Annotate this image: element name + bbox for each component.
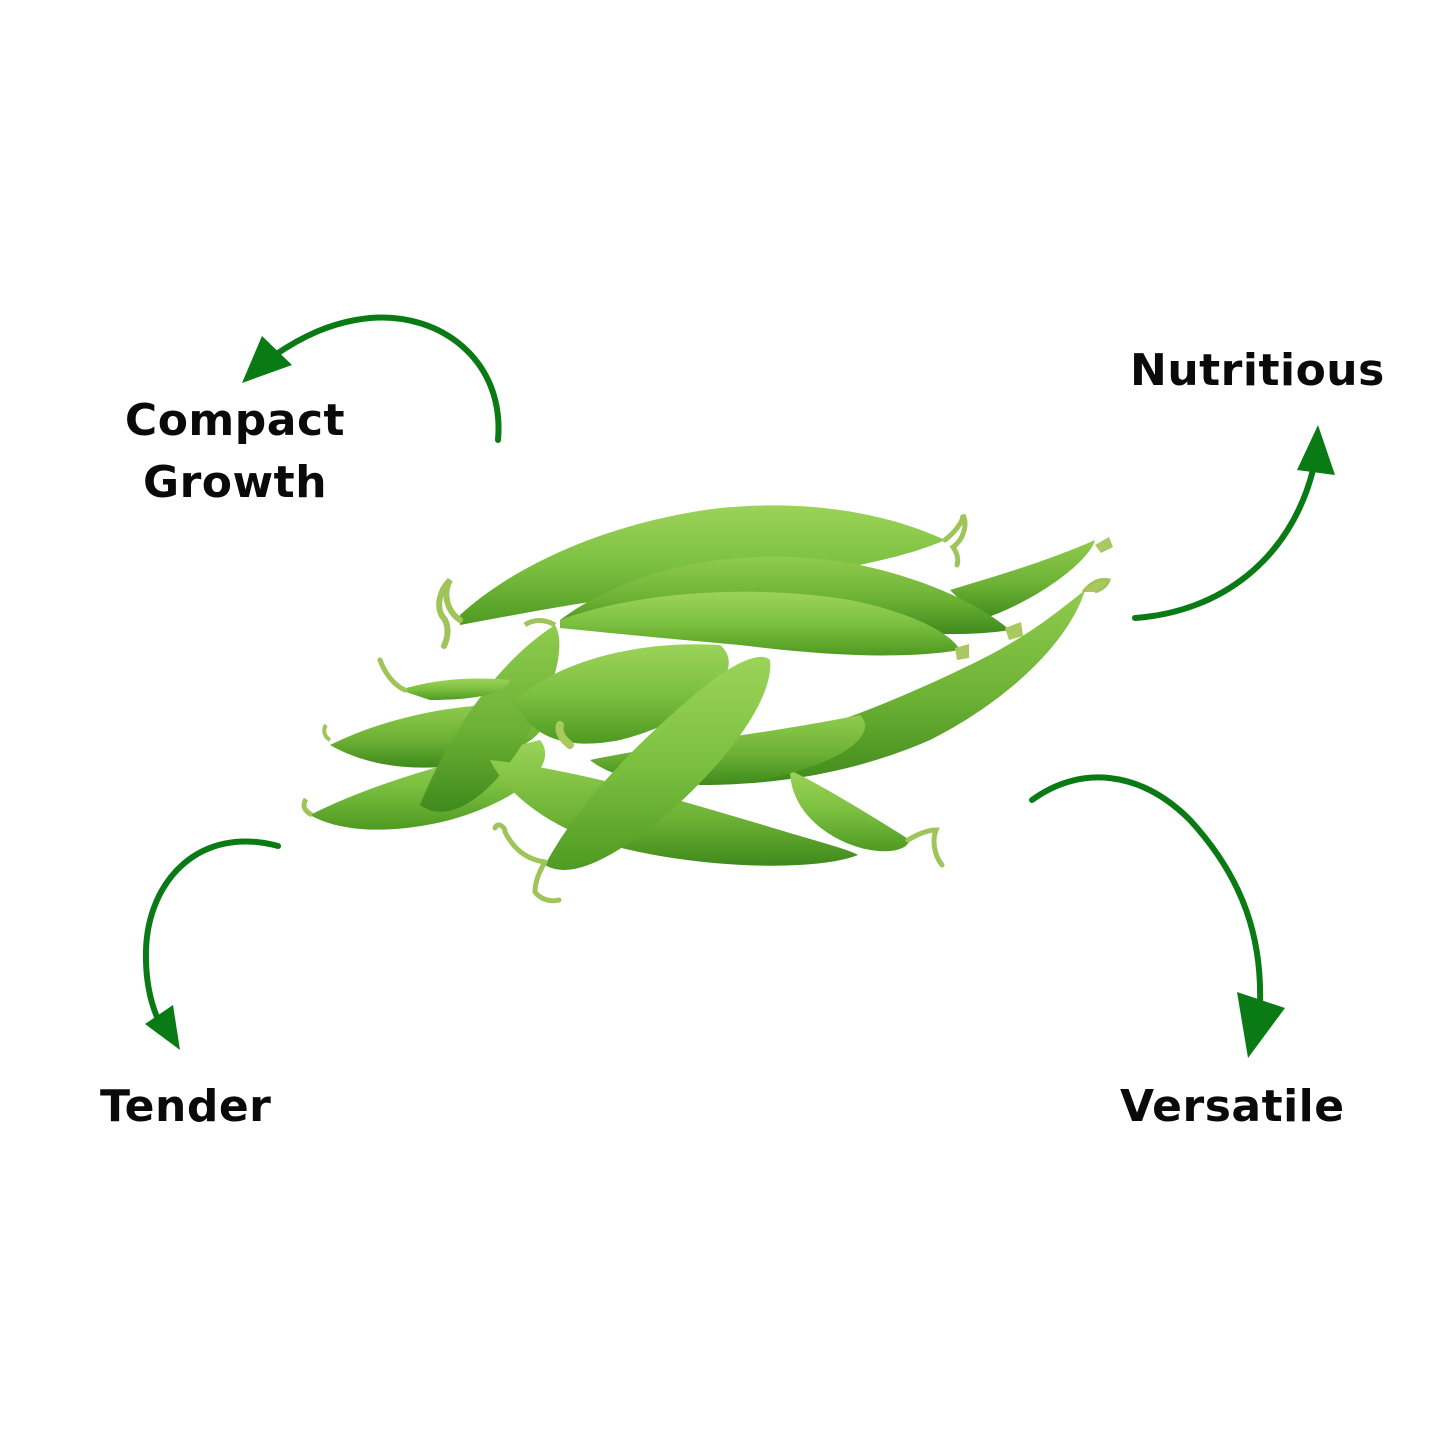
feature-label-nutritious: Nutritious [1130,340,1385,402]
green-beans-image [301,505,1113,904]
feature-label-line: Compact [124,395,346,446]
feature-label-compact-growth: Compact Growth [120,390,350,514]
feature-label-versatile: Versatile [1120,1076,1345,1138]
feature-label-line: Growth [142,457,328,508]
arrow-versatile-icon [1029,774,1285,1058]
feature-label-line: Tender [100,1081,272,1132]
arrow-compact-growth-icon [242,314,502,443]
feature-label-line: Versatile [1120,1081,1345,1132]
arrow-nutritious-icon [1132,425,1335,621]
arrow-tender-icon [142,838,281,1050]
feature-label-line: Nutritious [1130,345,1385,396]
feature-label-tender: Tender [100,1076,271,1138]
